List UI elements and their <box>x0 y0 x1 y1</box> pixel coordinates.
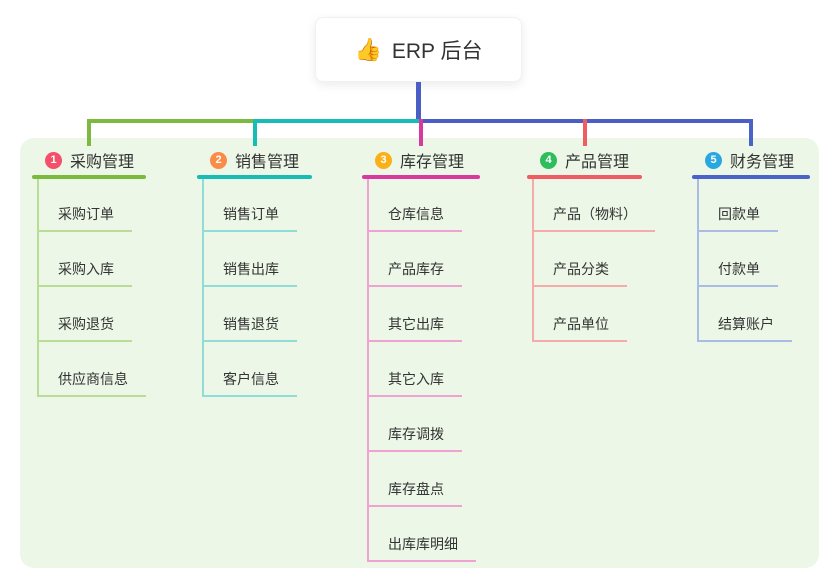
child-node-label: 供应商信息 <box>37 370 146 397</box>
branch-label: 销售管理 <box>235 154 300 171</box>
child-node-label: 出库库明细 <box>367 535 476 562</box>
child-node[interactable]: 库存调拨 <box>367 425 462 452</box>
child-node[interactable]: 回款单 <box>697 205 778 232</box>
child-node-label: 采购入库 <box>37 260 132 287</box>
branch-header-销售管理[interactable]: 2 销售管理 <box>197 148 312 172</box>
branch-drop-line <box>87 119 91 146</box>
child-node-label: 产品库存 <box>367 260 462 287</box>
root-node-title: ERP 后台 <box>391 39 483 63</box>
child-node[interactable]: 产品（物料） <box>532 205 655 232</box>
child-node-label: 销售退货 <box>202 315 297 342</box>
branch-drop-line <box>582 119 587 146</box>
children-connector-line <box>532 179 534 340</box>
branch-label: 财务管理 <box>730 154 795 171</box>
child-node[interactable]: 库存盘点 <box>367 480 462 507</box>
child-node-label: 回款单 <box>697 205 778 232</box>
branch-number-badge: 2 <box>210 151 227 169</box>
children-connector-line <box>37 179 39 395</box>
branch-drop-line <box>252 119 257 146</box>
child-node[interactable]: 产品单位 <box>532 315 627 342</box>
child-node-label: 其它出库 <box>367 315 462 342</box>
child-node[interactable]: 其它入库 <box>367 370 462 397</box>
child-node[interactable]: 采购入库 <box>37 260 132 287</box>
branch-drop-line <box>749 119 753 146</box>
child-node-label: 销售出库 <box>202 260 297 287</box>
child-node[interactable]: 客户信息 <box>202 370 297 397</box>
child-node[interactable]: 销售出库 <box>202 260 297 287</box>
child-node-label: 结算账户 <box>697 315 792 342</box>
children-connector-line <box>697 179 699 340</box>
bus-segment-left-green <box>87 119 257 123</box>
branch-header-财务管理[interactable]: 5 财务管理 <box>692 148 810 172</box>
branch-number-badge: 4 <box>540 151 557 169</box>
child-node-label: 产品分类 <box>532 260 627 287</box>
child-node-label: 其它入库 <box>367 370 462 397</box>
child-node[interactable]: 产品库存 <box>367 260 462 287</box>
branches-background-panel <box>20 138 819 568</box>
branch-underline <box>692 175 810 179</box>
branch-label: 库存管理 <box>400 154 465 171</box>
children-connector-line <box>367 179 369 560</box>
branch-header-库存管理[interactable]: 3 库存管理 <box>362 148 480 172</box>
branch-drop-line <box>419 119 423 146</box>
thumbs-up-icon: 👍 <box>354 36 382 62</box>
child-node-label: 销售订单 <box>202 205 297 232</box>
child-node-label: 采购订单 <box>37 205 132 232</box>
child-node-label: 仓库信息 <box>367 205 462 232</box>
child-node-label: 客户信息 <box>202 370 297 397</box>
child-node[interactable]: 采购订单 <box>37 205 132 232</box>
bus-segment-left-teal <box>252 119 423 123</box>
branch-number-badge: 1 <box>45 151 62 169</box>
root-node[interactable]: 👍 ERP 后台 <box>315 17 522 82</box>
child-node[interactable]: 采购退货 <box>37 315 132 342</box>
child-node[interactable]: 产品分类 <box>532 260 627 287</box>
branch-underline <box>197 175 312 179</box>
branch-number-badge: 5 <box>705 151 722 169</box>
branch-underline <box>527 175 642 179</box>
child-node[interactable]: 销售退货 <box>202 315 297 342</box>
child-node[interactable]: 结算账户 <box>697 315 792 342</box>
child-node[interactable]: 付款单 <box>697 260 778 287</box>
branch-underline <box>32 175 146 179</box>
branch-underline <box>362 175 480 179</box>
children-connector-line <box>202 179 204 395</box>
root-connector-line <box>416 82 421 123</box>
child-node-label: 采购退货 <box>37 315 132 342</box>
child-node[interactable]: 出库库明细 <box>367 535 476 562</box>
child-node[interactable]: 仓库信息 <box>367 205 462 232</box>
child-node-label: 库存盘点 <box>367 480 462 507</box>
branch-label: 采购管理 <box>70 154 135 171</box>
child-node[interactable]: 其它出库 <box>367 315 462 342</box>
child-node[interactable]: 销售订单 <box>202 205 297 232</box>
child-node-label: 产品单位 <box>532 315 627 342</box>
branch-header-产品管理[interactable]: 4 产品管理 <box>527 148 642 172</box>
child-node[interactable]: 供应商信息 <box>37 370 146 397</box>
branch-header-采购管理[interactable]: 1 采购管理 <box>32 148 146 172</box>
child-node-label: 付款单 <box>697 260 778 287</box>
child-node-label: 产品（物料） <box>532 205 655 232</box>
branch-label: 产品管理 <box>565 154 630 171</box>
branch-number-badge: 3 <box>375 151 392 169</box>
child-node-label: 库存调拨 <box>367 425 462 452</box>
